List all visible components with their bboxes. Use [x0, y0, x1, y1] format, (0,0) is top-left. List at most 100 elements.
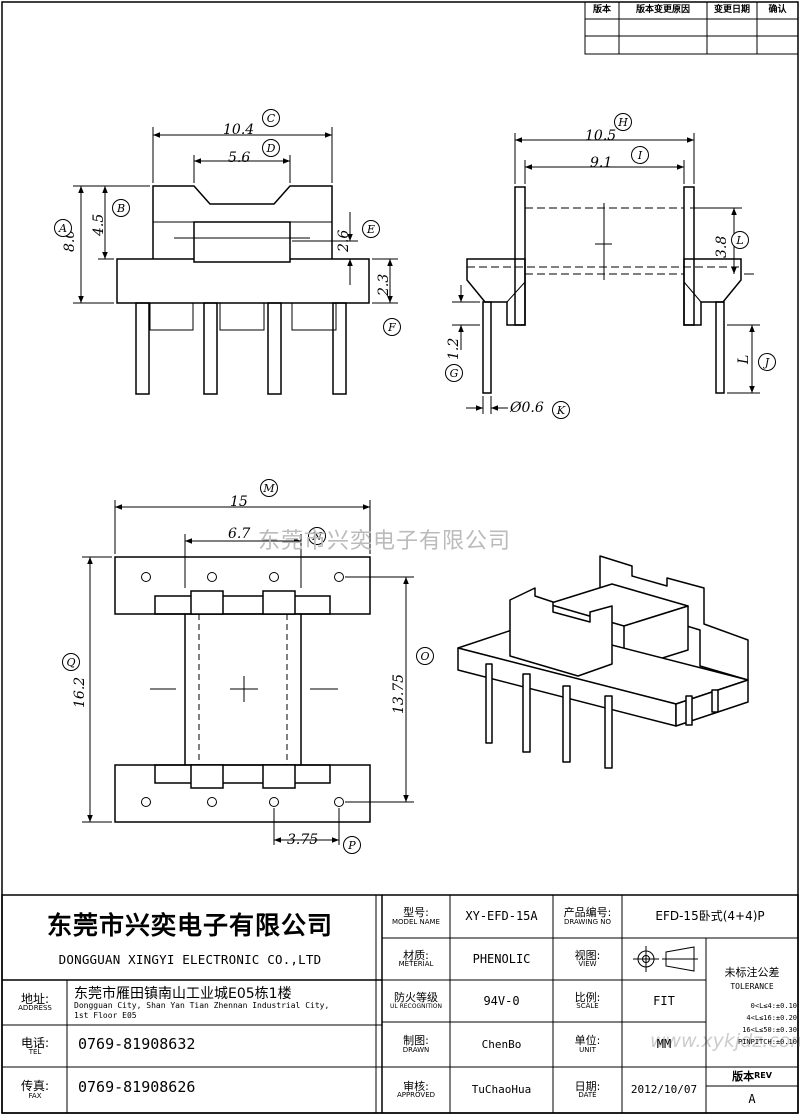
rev-header-date: 变更日期	[713, 4, 750, 15]
callout-l: L	[731, 231, 749, 249]
rev-label: 版本 REV	[707, 1068, 797, 1085]
revision-table	[584, 1, 799, 55]
date-label-cn: 日期:	[574, 1079, 601, 1093]
approved-value: TuChaoHua	[471, 1083, 532, 1097]
scale-label-cn: 比例:	[574, 990, 601, 1004]
material-label-cn: 材质:	[403, 948, 429, 962]
address-label: 地址: ADDRESS	[4, 982, 66, 1023]
view-label-cn: 视图:	[574, 948, 601, 962]
callout-h: H	[614, 113, 632, 131]
rev-header-reason: 版本变更原因	[635, 4, 690, 15]
model-label-cn: 型号:	[403, 906, 429, 920]
address-label-cn: 地址:	[20, 991, 50, 1006]
rev-header-confirm: 确认	[768, 4, 787, 15]
address-en-1: Dongguan City, Shan Yan Tian Zhennan Ind…	[74, 1001, 330, 1010]
fax-label-en: FAX	[28, 1091, 42, 1100]
callout-f: F	[383, 318, 401, 336]
material-label-en: METERIAL	[398, 960, 434, 969]
model-label-en: MODEL NAME	[392, 917, 440, 926]
isometric-view	[457, 555, 749, 769]
approved-label-en: APPROVED	[396, 1091, 436, 1100]
dim-I-text: 9.1	[590, 155, 613, 171]
rev-value: A	[748, 1092, 756, 1107]
fax-value: 0769-81908626	[78, 1078, 196, 1096]
dim-N-text: 6.7	[228, 526, 251, 542]
company-name-cn: 东莞市兴奕电子有限公司	[46, 910, 333, 940]
callout-m: M	[260, 479, 278, 497]
callout-g: G	[445, 364, 463, 382]
view-label: 视图: VIEW	[554, 939, 621, 979]
scale-label-en: SCALE	[576, 1002, 599, 1011]
tolerance-title-cn: 未标注公差	[724, 966, 780, 980]
unit-label-cn: 单位:	[574, 1034, 601, 1048]
watermark-center: 东莞市兴奕电子有限公司	[258, 529, 512, 554]
callout-k: K	[552, 401, 570, 419]
dim-P-text: 3.75	[287, 832, 319, 848]
dim-C-text: 10.4	[223, 122, 255, 138]
drawing-no-label: 产品编号: DRAWING NO	[554, 896, 621, 937]
callout-q: Q	[62, 653, 80, 671]
drawn-label-cn: 制图:	[403, 1034, 429, 1048]
model-label: 型号: MODEL NAME	[383, 896, 449, 937]
tel-label-en: TEL	[28, 1048, 42, 1057]
drawn-label: 制图: DRAWN	[383, 1023, 449, 1066]
callout-d: D	[262, 139, 280, 157]
address-en-2: 1st Floor E05	[74, 1011, 137, 1020]
dim-K-text: Ø0.6	[510, 400, 544, 416]
date-label-en: DATE	[578, 1091, 597, 1100]
unit-value: MM	[656, 1037, 672, 1052]
material-value: PHENOLIC	[472, 951, 531, 966]
date-value: 2012/10/07	[630, 1083, 698, 1097]
unit-label-en: UNIT	[579, 1045, 596, 1054]
tolerance-line-2: 4<L≤16:±0.20	[746, 1013, 797, 1022]
approved-label-cn: 审核:	[403, 1079, 429, 1093]
tolerance-line-3: 16<L≤50:±0.30	[742, 1025, 797, 1034]
unit-label: 单位: UNIT	[554, 1023, 621, 1066]
model-value: XY-EFD-15A	[465, 909, 538, 924]
callout-c: C	[262, 109, 280, 127]
rev-label-cn: 版本	[732, 1069, 755, 1083]
side-dims	[452, 133, 760, 414]
callout-b: B	[112, 199, 130, 217]
fax-label: 传真: FAX	[4, 1069, 66, 1111]
callout-p: P	[343, 836, 361, 854]
tolerance-line-4: PINPITCH:±0.10	[737, 1037, 797, 1046]
address-cn: 东莞市雁田镇南山工业城E05栋1楼	[74, 986, 292, 1002]
fire-label-cn: 防火等级	[394, 991, 438, 1005]
callout-o: O	[416, 647, 434, 665]
dim-D-text: 5.6	[228, 150, 251, 166]
callout-e: E	[362, 220, 380, 238]
drawing-no-value: EFD-15卧式(4+4)P	[655, 909, 765, 924]
material-label: 材质: METERIAL	[383, 939, 449, 979]
top-dims	[82, 500, 414, 845]
fire-label-en: UL RECOGNITION	[389, 1002, 443, 1010]
rev-label-en: REV	[754, 1071, 772, 1081]
front-view	[116, 185, 370, 395]
scale-label: 比例: SCALE	[554, 981, 621, 1021]
callout-j: J	[758, 353, 776, 371]
company-name-en: DONGGUAN XINGYI ELECTRONIC CO.,LTD	[58, 952, 322, 968]
rev-header-version: 版本	[592, 4, 611, 15]
projection-symbol-icon	[633, 946, 698, 972]
drawn-label-en: DRAWN	[402, 1045, 430, 1054]
dim-H-text: 10.5	[585, 128, 617, 144]
tolerance-title-en: TOLERANCE	[730, 981, 774, 991]
address-label-en: ADDRESS	[18, 1004, 52, 1013]
callout-i: I	[631, 146, 649, 164]
top-view	[114, 556, 371, 823]
fire-label: 防火等级 UL RECOGNITION	[383, 981, 449, 1021]
front-dims	[73, 127, 398, 304]
callout-a: A	[54, 219, 72, 237]
tel-label: 电话: TEL	[4, 1027, 66, 1066]
fax-label-cn: 传真:	[20, 1079, 50, 1094]
tolerance-line-1: 0<L≤4:±0.10	[750, 1001, 797, 1010]
tel-label-cn: 电话:	[20, 1035, 50, 1050]
side-view	[466, 186, 742, 394]
scale-value: FIT	[653, 993, 675, 1008]
tel-value: 0769-81908632	[78, 1035, 196, 1053]
date-label: 日期: DATE	[554, 1068, 621, 1112]
fire-value: 94V-0	[483, 993, 520, 1008]
